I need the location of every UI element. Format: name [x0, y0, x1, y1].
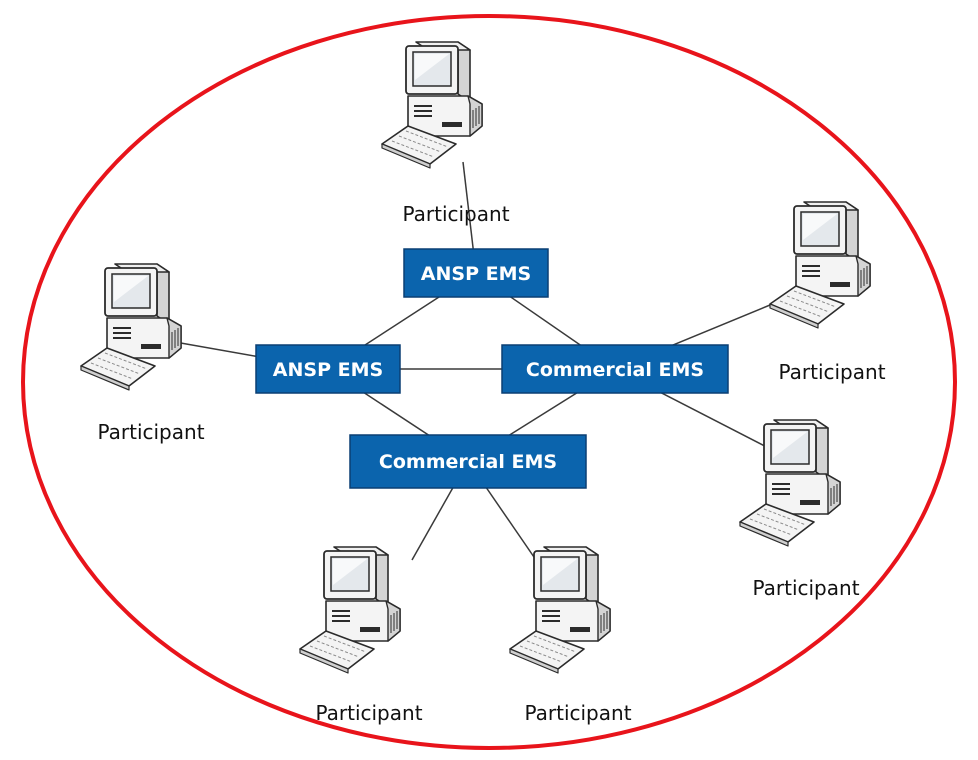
participant-label: Participant: [778, 360, 885, 384]
computer-icon: [80, 263, 182, 391]
computer-icon: [509, 546, 611, 674]
participant-right-upper: Participant: [769, 201, 886, 384]
computer-icon: [769, 201, 871, 329]
node-label: Commercial EMS: [379, 451, 557, 473]
node-ansp-ems-left: ANSP EMS: [255, 344, 401, 394]
participant-label: Participant: [752, 576, 859, 600]
participant-label: Participant: [524, 701, 631, 725]
participant-label: Participant: [402, 202, 509, 226]
node-commercial-ems-bottom: Commercial EMS: [349, 434, 587, 489]
participant-label: Participant: [97, 420, 204, 444]
participant-label: Participant: [315, 701, 422, 725]
network-boundary-ellipse: [21, 14, 957, 750]
participant-bottom-left: Participant: [299, 546, 423, 725]
node-label: ANSP EMS: [421, 263, 531, 285]
computer-icon: [381, 41, 483, 169]
participant-bottom-right: Participant: [509, 546, 632, 725]
computer-icon: [739, 419, 841, 547]
participant-right-lower: Participant: [739, 419, 860, 600]
computer-icon: [299, 546, 401, 674]
node-commercial-ems-right: Commercial EMS: [501, 344, 729, 394]
node-label: Commercial EMS: [526, 359, 704, 381]
node-ansp-ems-top: ANSP EMS: [403, 248, 549, 298]
participant-left: Participant: [80, 263, 205, 444]
participant-top: Participant: [381, 41, 510, 226]
node-label: ANSP EMS: [273, 359, 383, 381]
